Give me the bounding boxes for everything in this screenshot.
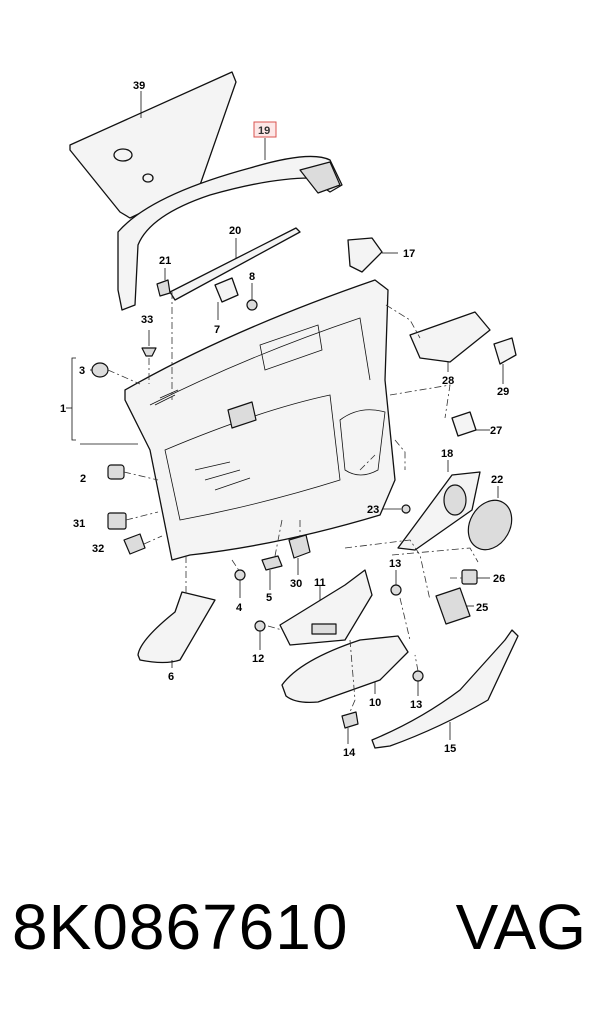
part-12-screw (254, 620, 266, 650)
brand-name: VAG (455, 891, 586, 963)
callout-5: 5 (266, 592, 272, 604)
callout-1: 1 (60, 403, 66, 415)
callout-7: 7 (214, 324, 220, 336)
assembly-guide-lines (107, 292, 479, 713)
part-2-pad (107, 464, 125, 480)
part-18-speaker-trim (397, 460, 481, 551)
exploded-parts-diagram: 39 19 20 21 8 17 7 33 3 1 2 31 32 28 29 … (60, 71, 519, 759)
part-23-screw (382, 504, 411, 514)
callout-19: 19 (258, 125, 270, 137)
callout-39: 39 (133, 80, 145, 92)
part-19-window-trim (117, 138, 343, 311)
part-7-bracket (214, 277, 239, 320)
callout-26: 26 (493, 573, 505, 585)
callout-10: 10 (369, 697, 381, 709)
callout-21: 21 (159, 255, 171, 267)
callout-13-lower: 13 (410, 699, 422, 711)
callout-13-upper: 13 (389, 558, 401, 570)
callout-23: 23 (367, 504, 379, 516)
part-6-pull-handle (137, 591, 216, 668)
part-15-strip (371, 629, 519, 749)
callout-20: 20 (229, 225, 241, 237)
callout-2: 2 (80, 473, 86, 485)
callout-22: 22 (491, 474, 503, 486)
part-20-strip (169, 227, 301, 301)
part-31-switch (107, 512, 127, 530)
part-13-screw-a (390, 570, 402, 596)
part-27-cap (451, 411, 490, 437)
footer: 8K0867610 VAG (0, 890, 600, 990)
part-13-screw-b (412, 670, 424, 696)
part-10-armrest-trim (281, 635, 409, 704)
callout-4: 4 (236, 602, 243, 614)
part-28-handle (409, 311, 491, 372)
callout-32: 32 (92, 543, 104, 555)
callout-30: 30 (290, 578, 302, 590)
callout-3: 3 (79, 365, 85, 377)
part-11-armrest (279, 569, 373, 646)
callout-11: 11 (314, 577, 326, 589)
part-25-switch-block (435, 587, 474, 625)
part-32-clip (123, 533, 146, 555)
part-3-grommet (90, 362, 109, 378)
part-21-clip (156, 268, 171, 297)
part-4-screw (234, 569, 246, 598)
callout-18: 18 (441, 448, 453, 460)
part-26-switch (461, 569, 490, 585)
callout-8: 8 (249, 271, 255, 283)
callout-33: 33 (141, 314, 153, 326)
part-30-clip (288, 534, 311, 575)
part-number: 8K0867610 (12, 891, 349, 963)
callout-14: 14 (343, 747, 356, 759)
part-29-bezel (493, 337, 517, 384)
callout-labels: 39 19 20 21 8 17 7 33 3 1 2 31 32 28 29 … (60, 80, 509, 759)
part-14-clip (341, 711, 359, 744)
part-33-clip (141, 330, 157, 357)
part-8-screw (246, 283, 258, 311)
part-17-cap (347, 237, 398, 273)
callout-6: 6 (168, 671, 174, 683)
callout-25: 25 (476, 602, 488, 614)
part-1-door-panel (124, 279, 396, 561)
part-5-clip (261, 555, 283, 590)
callout-15: 15 (444, 743, 456, 755)
callout-19-highlight-box (253, 121, 277, 138)
part-22-speaker-grille (467, 486, 513, 551)
callout-12: 12 (252, 653, 264, 665)
callout-28: 28 (442, 375, 454, 387)
bracket-1 (66, 357, 138, 445)
part-39-panel (69, 71, 237, 219)
callout-17: 17 (403, 248, 415, 260)
callout-27: 27 (490, 425, 502, 437)
callout-31: 31 (73, 518, 85, 530)
callout-29: 29 (497, 386, 509, 398)
